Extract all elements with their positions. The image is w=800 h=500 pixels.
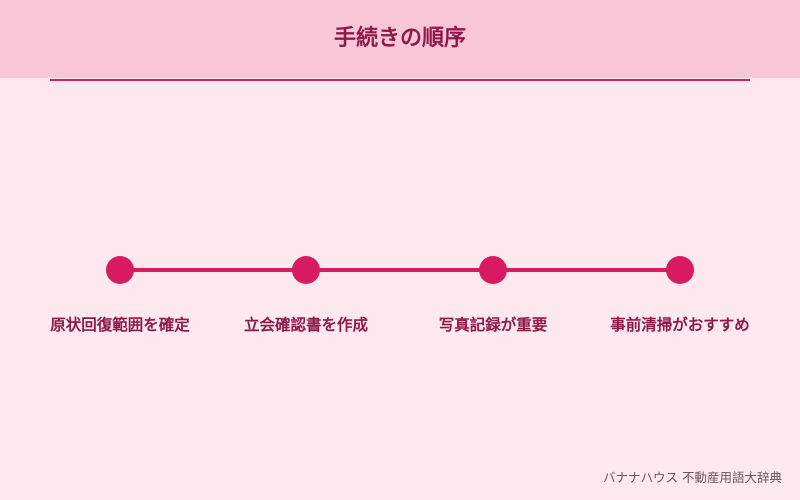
step-label-1: 原状回復範囲を確定 [50, 316, 190, 334]
footer-credit: バナナハウス 不動産用語大辞典 [603, 470, 782, 485]
header-divider [50, 79, 750, 81]
step-marker-3 [479, 256, 507, 284]
step-marker-4 [666, 256, 694, 284]
step-marker-1 [106, 256, 134, 284]
timeline [106, 256, 694, 284]
step-label-3: 写真記録が重要 [438, 316, 548, 334]
step-label-2: 立会確認書を作成 [243, 316, 368, 334]
page-title: 手続きの順序 [333, 26, 466, 51]
header-band [0, 0, 800, 78]
step-marker-2 [292, 256, 320, 284]
step-label-4: 事前清掃がおすすめ [610, 316, 750, 334]
